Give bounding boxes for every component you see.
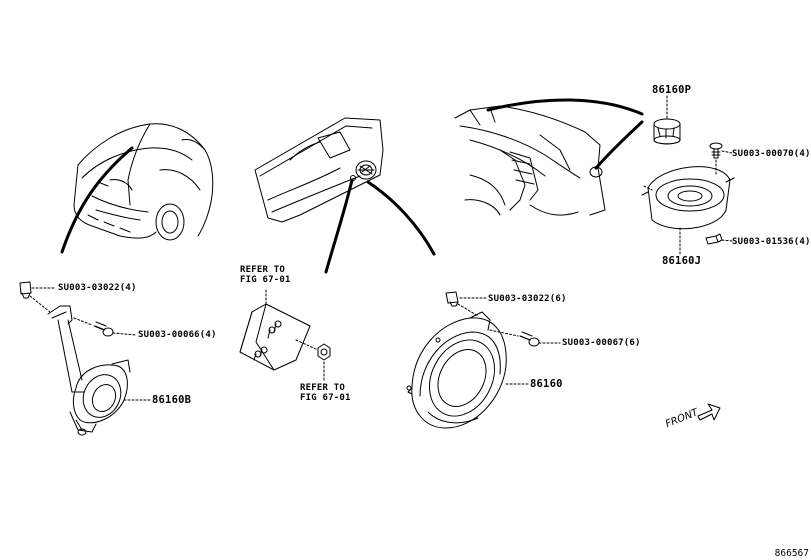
clip-su003-03022-left xyxy=(20,282,31,298)
speaker-86160J xyxy=(642,167,734,229)
label-su003-00070: SU003-00070(4) xyxy=(732,149,811,159)
leader-su003-00070 xyxy=(722,151,732,153)
leader-su003-01536 xyxy=(722,240,732,241)
label-su003-01536: SU003-01536(4) xyxy=(732,237,811,247)
figure-id: 866567 xyxy=(774,548,809,559)
leader-86160J-left xyxy=(644,186,652,190)
leader-nut-in xyxy=(296,340,318,350)
clip-su003-01536 xyxy=(706,234,722,244)
bolt-su003-00070 xyxy=(710,143,722,158)
door-panel-illustration xyxy=(255,118,383,222)
label-86160B: 86160B xyxy=(152,394,192,406)
pointer-car-rear xyxy=(62,148,132,252)
dashboard-illustration xyxy=(455,106,605,215)
speaker-86160B xyxy=(48,306,130,435)
label-su003-03022-right: SU003-03022(6) xyxy=(488,294,567,304)
leader-clip-to-speaker xyxy=(458,304,478,316)
screw-su003-00067 xyxy=(520,332,539,346)
pointer-door-right xyxy=(368,182,434,254)
front-arrow-icon xyxy=(698,404,720,420)
label-86160J: 86160J xyxy=(662,255,702,267)
nut-refer-fig xyxy=(318,344,330,360)
screw-su003-00066 xyxy=(94,322,113,336)
leader-clip-to-bracket xyxy=(30,296,50,312)
label-su003-00066: SU003-00066(4) xyxy=(138,330,217,340)
label-su003-03022-left: SU003-03022(4) xyxy=(58,283,137,293)
refer-top-line2: FIG 67-01 xyxy=(240,275,291,285)
leader-screw-right-in xyxy=(490,330,518,336)
tweeter-86160P xyxy=(654,119,680,144)
pointer-door-left xyxy=(326,180,352,272)
pointer-dash-side xyxy=(596,122,642,168)
refer-bottom-line2: FIG 67-01 xyxy=(300,393,351,403)
refer-bottom-line1: REFER TO xyxy=(300,383,345,393)
car-rear-illustration xyxy=(74,124,213,240)
refer-top-line1: REFER TO xyxy=(240,265,285,275)
pointer-dash-top xyxy=(488,100,642,114)
label-86160: 86160 xyxy=(530,378,563,390)
label-su003-00067: SU003-00067(6) xyxy=(562,338,641,348)
label-refer-top: REFER TO FIG 67-01 xyxy=(240,265,291,285)
label-refer-bottom: REFER TO FIG 67-01 xyxy=(300,383,351,403)
label-86160P: 86160P xyxy=(652,84,692,96)
clip-su003-03022-right xyxy=(446,292,458,306)
leader-su003-00066 xyxy=(113,333,136,335)
bracket-refer-fig xyxy=(240,304,310,370)
leader-screw-in xyxy=(74,318,92,325)
speaker-86160 xyxy=(407,312,507,428)
